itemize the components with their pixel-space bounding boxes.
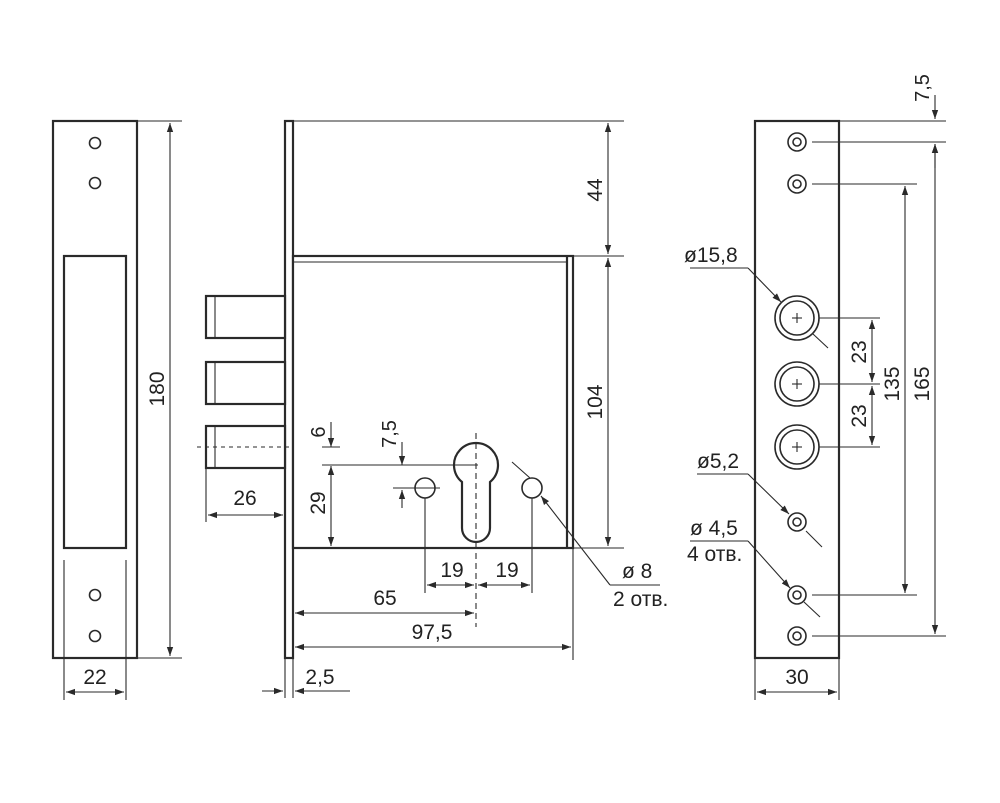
strike-width-label: 22 <box>83 666 106 689</box>
fixing-hole-right <box>521 477 543 499</box>
lock-bolt-1 <box>204 294 287 340</box>
bolt-diameter-label: ø15,8 <box>684 244 738 267</box>
strike-screw-hole-3 <box>88 588 102 602</box>
hole-52-label: ø5,2 <box>697 450 739 473</box>
strike-plate: 180 22 <box>51 119 182 700</box>
top-offset-label: 44 <box>584 178 607 202</box>
faceplate-width-label: 30 <box>785 666 808 689</box>
top-margin-label: 7,5 <box>912 74 934 102</box>
fixing-hole-count-label: 2 отв. <box>613 588 668 611</box>
fixing-hole-offset-label: 7,5 <box>379 420 401 448</box>
lock-case <box>291 254 575 550</box>
lock-body: 44 104 26 6 29 7,5 19 19 ø 8 2 отв. <box>197 119 668 698</box>
strike-screw-hole-1 <box>88 136 102 150</box>
case-height-label: 104 <box>584 384 607 419</box>
bolt-pitch-top-label: 23 <box>848 340 871 363</box>
bolt-pitch-bottom-label: 23 <box>848 404 871 427</box>
hole-spacing-right-label: 19 <box>495 559 518 582</box>
backset-label: 65 <box>373 587 396 610</box>
cylinder-keyhole <box>452 441 500 544</box>
strike-screw-hole-2 <box>88 176 102 190</box>
hole-45-count-label: 4 отв. <box>687 543 742 566</box>
strike-plate-bolt-opening <box>62 254 128 550</box>
keyhole-offset-label: 6 <box>308 426 330 437</box>
strike-screw-hole-4 <box>88 629 102 643</box>
body-width-label: 97,5 <box>412 621 453 644</box>
screw-span-label: 165 <box>911 366 934 401</box>
hole-45-label: ø 4,5 <box>690 517 738 540</box>
strike-height-label: 180 <box>146 371 169 406</box>
bolt-span-label: 135 <box>881 366 904 401</box>
bolt-projection-label: 26 <box>233 487 256 510</box>
faceplate-view: 7,5 165 135 23 23 ø15,8 ø5,2 ø 4,5 4 <box>684 74 946 700</box>
faceplate-thickness-label: 2,5 <box>305 666 334 689</box>
lock-bolt-2 <box>204 360 287 406</box>
fixing-hole-diameter-label: ø 8 <box>622 560 652 583</box>
lock-faceplate-side <box>283 119 295 660</box>
hole-spacing-left-label: 19 <box>440 559 463 582</box>
keyhole-height-label: 29 <box>307 491 330 514</box>
